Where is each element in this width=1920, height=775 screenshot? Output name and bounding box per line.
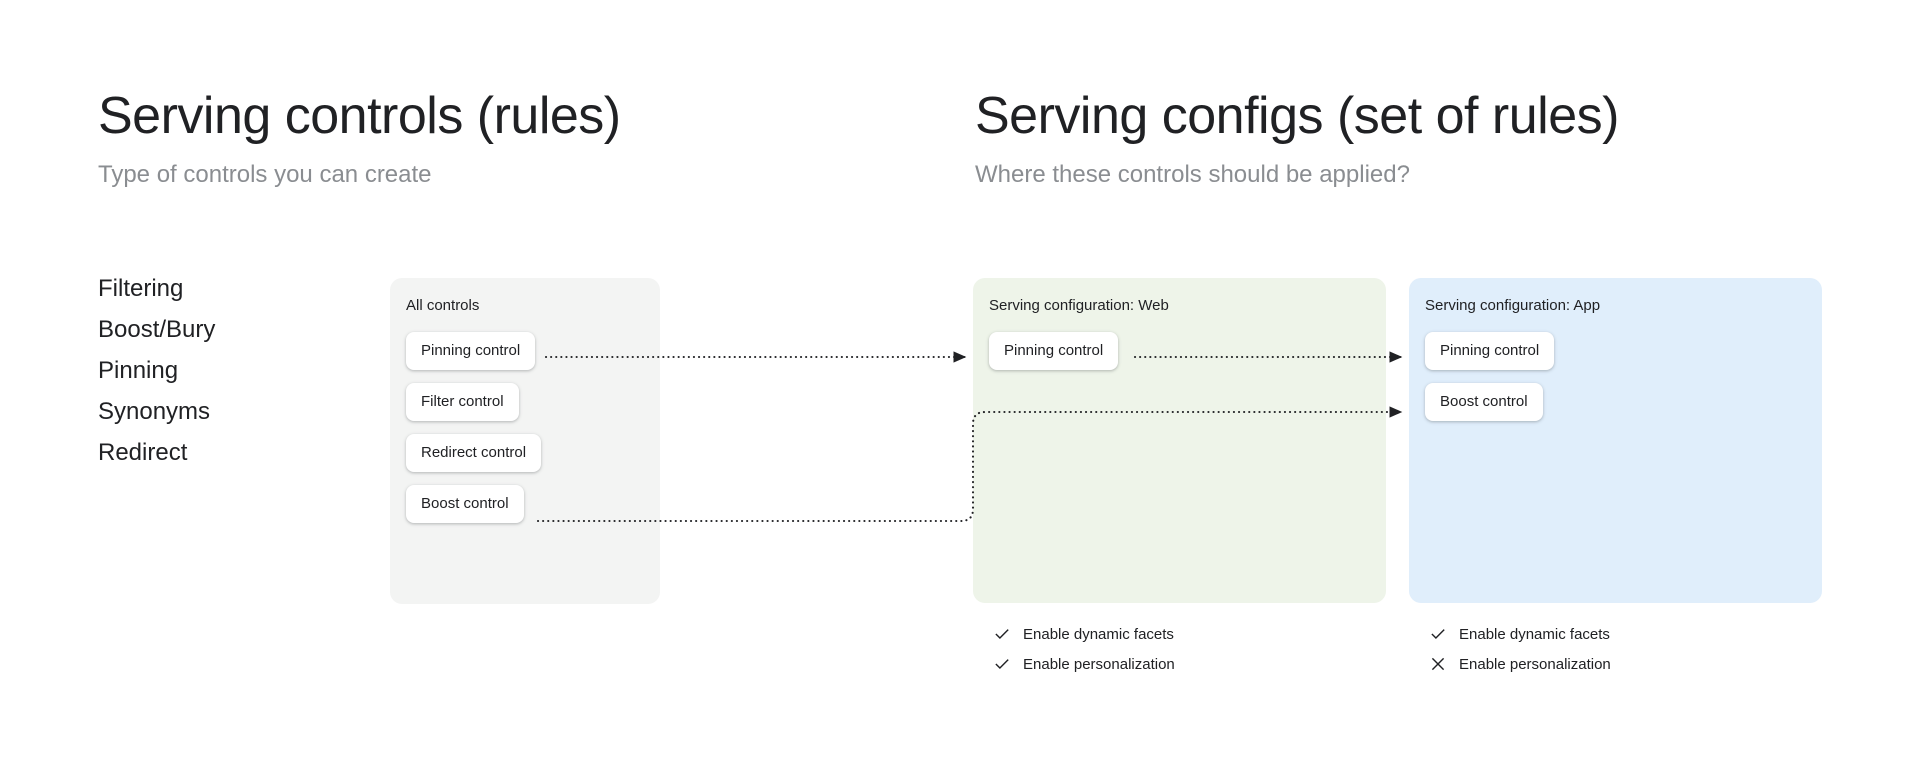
check-icon	[1431, 629, 1445, 639]
serving-config-app-title: Serving configuration: App	[1425, 297, 1601, 314]
control-type-item: Pinning	[98, 357, 179, 384]
option-row-personalization[interactable]: Enable personalization	[993, 654, 1175, 674]
control-chip-boost[interactable]: Boost control	[406, 485, 524, 523]
all-controls-panel-title: All controls	[406, 297, 480, 314]
serving-config-web-chip-stack: Pinning control	[989, 332, 1119, 370]
serving-config-web-options: Enable dynamic facets Enable personaliza…	[993, 624, 1175, 674]
serving-controls-title: Serving controls (rules)	[98, 87, 621, 145]
control-chip-filter[interactable]: Filter control	[406, 383, 519, 421]
option-row-dynamic-facets[interactable]: Enable dynamic facets	[993, 624, 1175, 644]
option-label: Enable dynamic facets	[1023, 625, 1174, 643]
option-row-personalization[interactable]: Enable personalization	[1429, 654, 1611, 674]
all-controls-chip-stack: Pinning control Filter control Redirect …	[406, 332, 542, 523]
option-row-dynamic-facets[interactable]: Enable dynamic facets	[1429, 624, 1611, 644]
serving-configs-subtitle: Where these controls should be applied?	[975, 161, 1410, 189]
app-control-chip-pinning[interactable]: Pinning control	[1425, 332, 1555, 370]
control-type-item: Boost/Bury	[98, 316, 216, 343]
option-label: Enable dynamic facets	[1459, 625, 1610, 643]
serving-config-web-title: Serving configuration: Web	[989, 297, 1169, 314]
control-type-item: Filtering	[98, 275, 184, 302]
control-chip-redirect[interactable]: Redirect control	[406, 434, 542, 472]
close-icon	[1431, 657, 1445, 671]
control-chip-pinning[interactable]: Pinning control	[406, 332, 536, 370]
control-types-list: Filtering Boost/Bury Pinning Synonyms Re…	[98, 268, 215, 473]
serving-config-web-panel: Serving configuration: Web Pinning contr…	[973, 278, 1386, 603]
option-label: Enable personalization	[1459, 655, 1611, 673]
serving-config-app-chip-stack: Pinning control Boost control	[1425, 332, 1555, 421]
check-icon	[995, 629, 1009, 639]
serving-configs-title: Serving configs (set of rules)	[975, 87, 1619, 145]
right-column-header: Serving configs (set of rules) Where the…	[975, 87, 1619, 190]
check-icon	[995, 659, 1009, 669]
serving-config-app-options: Enable dynamic facets Enable personaliza…	[1429, 624, 1611, 674]
option-label: Enable personalization	[1023, 655, 1175, 673]
control-type-item: Synonyms	[98, 398, 211, 425]
web-control-chip-pinning[interactable]: Pinning control	[989, 332, 1119, 370]
app-control-chip-boost[interactable]: Boost control	[1425, 383, 1543, 421]
left-column-header: Serving controls (rules) Type of control…	[98, 87, 621, 190]
all-controls-panel: All controls Pinning control Filter cont…	[390, 278, 660, 604]
control-type-item: Redirect	[98, 439, 188, 466]
serving-config-app-panel: Serving configuration: App Pinning contr…	[1409, 278, 1822, 603]
serving-controls-subtitle: Type of controls you can create	[98, 161, 432, 189]
